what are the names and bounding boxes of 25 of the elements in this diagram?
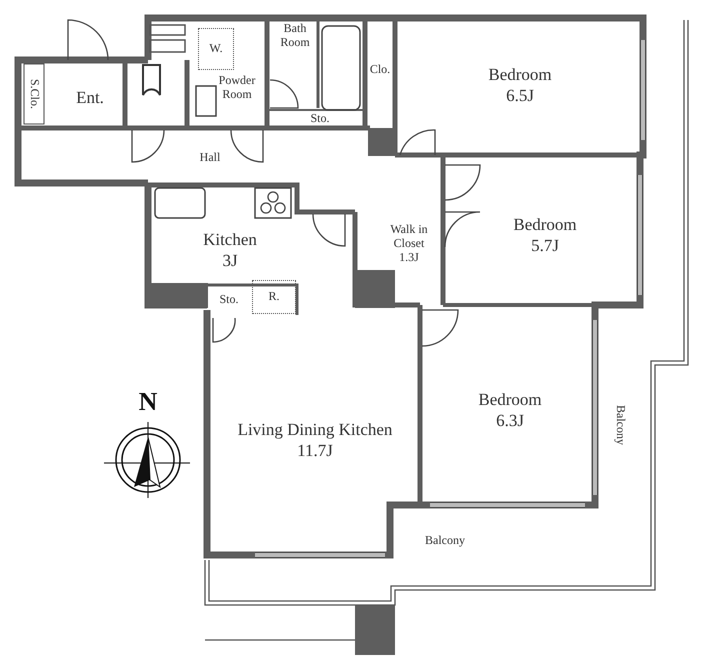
room-name: Bedroom xyxy=(488,64,552,85)
room-area: 6.3J xyxy=(496,410,524,432)
room-name: Kitchen xyxy=(203,228,257,250)
room-name: Walk in Closet xyxy=(389,223,429,251)
room-name: S.Clo. xyxy=(27,78,41,109)
washer-space: W. xyxy=(198,28,234,70)
north-label: N xyxy=(138,388,158,416)
room-area: 3J xyxy=(222,250,238,272)
room-name: Ent. xyxy=(76,86,104,108)
room-name: Balcony xyxy=(425,534,465,548)
room-name: Sto. xyxy=(310,112,330,126)
room-name: Balcony xyxy=(613,405,627,445)
room-name: Clo. xyxy=(370,63,390,77)
fridge-space: R. xyxy=(252,280,296,314)
room-name: Powder Room xyxy=(218,74,256,102)
room-area: 5.7J xyxy=(531,235,559,256)
room-name: Bedroom xyxy=(478,388,542,410)
room-name: Bath Room xyxy=(279,22,311,50)
room-name: Bedroom xyxy=(513,214,577,235)
room-name: Living Dining Kitchen xyxy=(238,418,392,440)
room-area: 6.5J xyxy=(506,85,534,106)
room-name: Sto. xyxy=(219,293,238,307)
room-area: 1.3J xyxy=(399,250,419,265)
room-area: 11.7J xyxy=(297,440,333,462)
room-name: Hall xyxy=(200,151,220,165)
